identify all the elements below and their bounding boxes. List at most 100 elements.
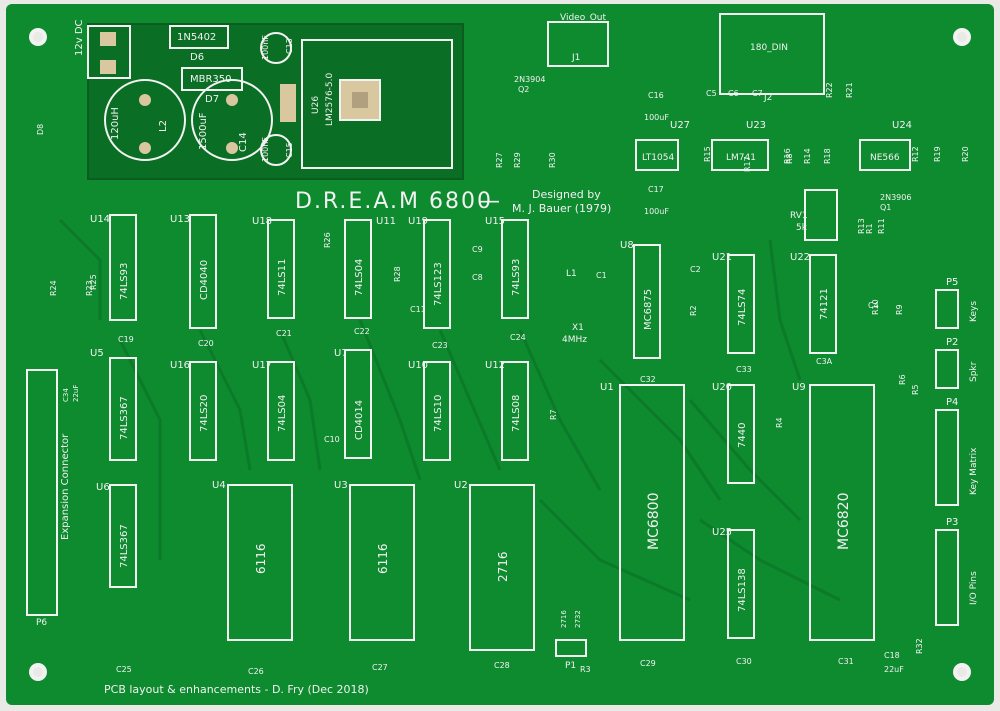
resistor-label: R26	[323, 232, 332, 248]
chip-part: 74LS04	[277, 395, 288, 432]
chip-ref: U24	[892, 120, 912, 131]
j2-ref: J2	[763, 93, 772, 103]
big-chip-part: 6116	[376, 543, 390, 574]
c15-value: 100nF	[261, 137, 270, 162]
chip-part: 74LS20	[199, 395, 210, 432]
capacitor-label: C1	[596, 271, 607, 280]
resistor-label: R24	[49, 280, 58, 296]
d6-ref: D6	[190, 52, 204, 63]
big-chip-ref: U2	[454, 480, 468, 491]
capacitor-label: C28	[494, 661, 510, 670]
chip-ref: U25	[712, 527, 732, 538]
dc-label: 12v DC	[74, 19, 85, 56]
d6-part: 1N5402	[177, 32, 216, 43]
capacitor-label: C33	[736, 365, 752, 374]
big-chip-part: 6116	[254, 543, 268, 574]
p1-option-a: 2716	[560, 610, 568, 628]
chip-part: 74LS93	[511, 259, 522, 296]
chip-part: MC6875	[643, 289, 654, 330]
p3-ref: P3	[946, 517, 958, 528]
q1-part: 2N3906	[880, 193, 911, 202]
chip-ref: U21	[712, 252, 732, 263]
resistor-label: R21	[845, 82, 854, 98]
q2-part: 2N3904	[514, 75, 545, 84]
resistor-label: R10	[871, 299, 880, 315]
chip-part: 74LS10	[433, 395, 444, 432]
chip-part: 74LS367	[119, 524, 130, 568]
capacitor-label: C20	[198, 339, 214, 348]
big-chip-outlines	[227, 384, 875, 651]
chip-part: 74LS123	[433, 262, 444, 306]
power-supply-region	[87, 23, 464, 180]
chip-ref: U23	[746, 120, 766, 131]
capacitor-label: C3A	[816, 357, 833, 366]
p5-label: Keys	[969, 301, 979, 322]
resistor-label: R18	[823, 148, 832, 164]
capacitor-label: C22	[354, 327, 370, 336]
resistor-label: R17	[743, 156, 752, 172]
capacitor-label: C31	[838, 657, 854, 666]
chip-ref: U14	[90, 214, 110, 225]
mounting-holes	[29, 28, 971, 681]
rv1-value: 5k	[796, 223, 808, 233]
designer-line1: Designed by	[532, 188, 601, 201]
resistor-label: R4	[775, 417, 784, 428]
x1-ref: X1	[572, 323, 584, 333]
chip-ref: U11	[376, 216, 396, 227]
p6-label: Expansion Connector	[60, 433, 71, 540]
chip-ref: U22	[790, 252, 810, 263]
chip-part: NE566	[870, 153, 900, 163]
c34-ref: C34	[62, 388, 70, 402]
c13-ref: C13	[285, 38, 294, 54]
capacitor-label: C8	[472, 273, 483, 282]
d8-ref: D8	[36, 124, 45, 135]
capacitor-label: C25	[116, 665, 132, 674]
expansion-connector	[26, 369, 58, 616]
p1-option-b: 2732	[574, 610, 582, 628]
copper-traces	[58, 218, 841, 602]
big-chip-ref: U1	[600, 382, 614, 393]
resistor-label: R3	[580, 665, 591, 674]
resistor-label: R28	[393, 266, 402, 282]
c14-value: 1500uF	[198, 112, 209, 150]
designer-line2: M. J. Bauer (1979)	[512, 202, 611, 215]
resistor-label: R22	[825, 82, 834, 98]
big-chip-part: MC6800	[646, 493, 662, 550]
p2-ref: P2	[946, 337, 958, 348]
silkscreen-text: D.R.E.A.M 6800 — Designed by M. J. Bauer…	[36, 13, 979, 696]
p2-label: Spkr	[969, 361, 979, 382]
chip-ref: U15	[485, 216, 505, 227]
chip-ref: U19	[408, 216, 428, 227]
chip-part: 74LS74	[737, 289, 748, 326]
resistor-label: R27	[495, 152, 504, 168]
chip-ref: U17	[252, 360, 272, 371]
chip-part: 74LS04	[354, 259, 365, 296]
board-title: D.R.E.A.M 6800	[295, 189, 493, 214]
capacitor-label: C7	[752, 89, 763, 98]
capacitor-label: C5	[706, 89, 717, 98]
p5-ref: P5	[946, 277, 958, 288]
footer-credit: PCB layout & enhancements - D. Fry (Dec …	[104, 683, 369, 696]
chip-ref: U8	[620, 240, 634, 251]
resistor-label: R19	[933, 146, 942, 162]
rv1-ref: RV1	[790, 211, 808, 221]
chip-ref: U20	[712, 382, 732, 393]
p4-ref: P4	[946, 397, 958, 408]
resistor-label: R7	[549, 409, 558, 420]
chip-part: 74LS93	[119, 263, 130, 300]
u26-part: LM2576-5.0	[325, 72, 335, 126]
p6-ref: P6	[36, 618, 47, 628]
resistor-label: R8	[785, 153, 794, 164]
chip-ref: U16	[170, 360, 190, 371]
resistor-label: R11	[877, 218, 886, 234]
chip-ref: U5	[90, 348, 104, 359]
chip-part: 74LS138	[737, 568, 748, 612]
resistor-label: R6	[898, 374, 907, 385]
chip-ref: U10	[408, 360, 428, 371]
video-out-label: Video_Out	[560, 13, 607, 23]
resistor-label: R23	[85, 280, 94, 296]
big-chip-ref: U3	[334, 480, 348, 491]
c18-ref: C18	[884, 651, 900, 660]
